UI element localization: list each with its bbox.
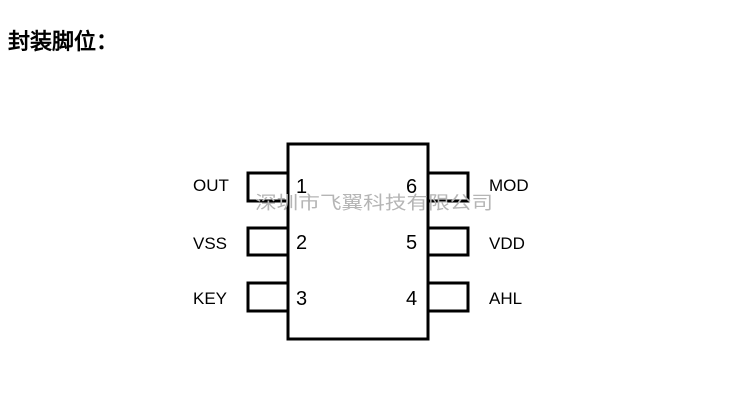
chip-body [286,142,430,341]
pin-2-lead [246,226,291,257]
pin-label-mod: MOD [489,176,529,195]
pin-number-5: 5 [406,232,417,254]
pin-label-vss: VSS [193,234,227,253]
pin-label-out: OUT [193,176,229,195]
pin-label-key: KEY [193,289,227,308]
pin-number-4: 4 [406,288,417,310]
pin-number-1: 1 [296,176,307,198]
pin-number-3: 3 [296,288,307,310]
pin-number-6: 6 [406,176,417,198]
pin-3-lead [246,281,291,313]
company-watermark: 深圳市飞翼科技有限公司 [255,193,493,214]
pin-label-vdd: VDD [489,234,525,253]
pin-1-lead [246,171,291,203]
pin-4-lead [425,281,470,313]
pin-6-lead [425,171,470,203]
pin-label-ahl: AHL [489,289,522,308]
section-title: 封装脚位： [8,29,119,55]
pin-number-2: 2 [296,232,307,254]
pin-5-lead [425,226,470,257]
